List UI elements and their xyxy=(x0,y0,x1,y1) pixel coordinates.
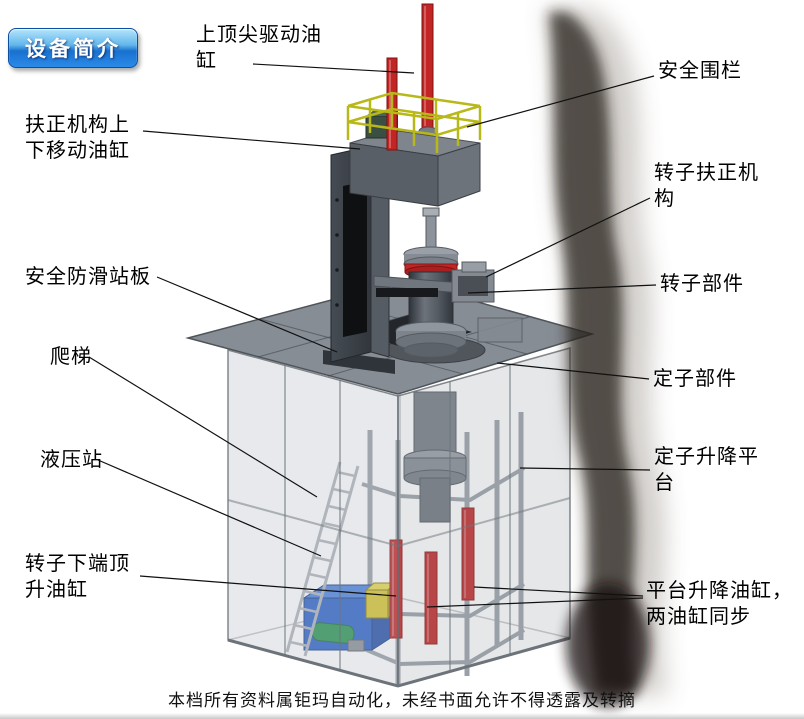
platform-cylinder-left-graphic xyxy=(424,551,438,645)
leader-centering-cylinder xyxy=(142,130,361,150)
leader-platform-cyl-a xyxy=(473,586,644,597)
rotor-jack-cylinder-graphic xyxy=(389,539,403,639)
leader-stator-platform xyxy=(519,467,651,471)
leader-ladder xyxy=(88,356,318,498)
leader-rotor-jack xyxy=(139,575,397,597)
label-rotor-bottom-jack: 转子下端顶 升油缸 xyxy=(25,553,130,601)
leader-stator-part xyxy=(496,362,650,380)
label-platform-lift-cylinders: 平台升降油缸， 两油缸同步 xyxy=(646,580,793,628)
leader-rotor-centering xyxy=(485,197,651,278)
title-badge: 设备简介 xyxy=(8,28,138,68)
footer-text: 本档所有资料属钜玛自动化，未经书面允许不得透露及转摘 xyxy=(168,691,636,710)
title-badge-label: 设备简介 xyxy=(25,38,121,61)
label-top-spindle-drive-cylinder: 上顶尖驱动油 缸 xyxy=(196,24,322,72)
label-centering-updown-cylinder: 扶正机构上 下移动油缸 xyxy=(25,114,130,162)
bottom-edge xyxy=(0,713,804,719)
safety-fence-graphic xyxy=(346,91,482,153)
enclosure-box-graphic xyxy=(227,347,571,688)
leader-lines xyxy=(88,63,657,608)
label-stator-lift-platform: 定子升降平 台 xyxy=(654,446,759,494)
leader-hydraulic xyxy=(97,459,322,557)
rotor-centering-graphic xyxy=(373,261,495,303)
leader-rotor-part xyxy=(467,284,657,294)
label-safety-fence: 安全围栏 xyxy=(658,60,742,82)
label-hydraulic-station: 液压站 xyxy=(40,449,103,471)
platform-bracket-graphic xyxy=(477,317,523,343)
leader-safety-fence xyxy=(466,75,655,128)
shadow-smudge xyxy=(545,8,668,707)
label-ladder: 爬梯 xyxy=(50,346,92,368)
leader-platform-cyl-b xyxy=(426,597,644,608)
label-anti-slip-platform: 安全防滑站板 xyxy=(25,266,151,288)
leader-anti-slip xyxy=(156,276,338,353)
leader-top-spindle xyxy=(252,63,415,74)
lower-lift-cylinders-graphic xyxy=(389,507,475,645)
label-rotor-centering-mechanism: 转子扶正机 构 xyxy=(654,162,759,210)
platform-cylinder-right-graphic xyxy=(461,507,475,601)
main-column-graphic xyxy=(323,145,395,374)
label-stator-part: 定子部件 xyxy=(653,368,737,390)
label-rotor-part: 转子部件 xyxy=(660,273,744,295)
